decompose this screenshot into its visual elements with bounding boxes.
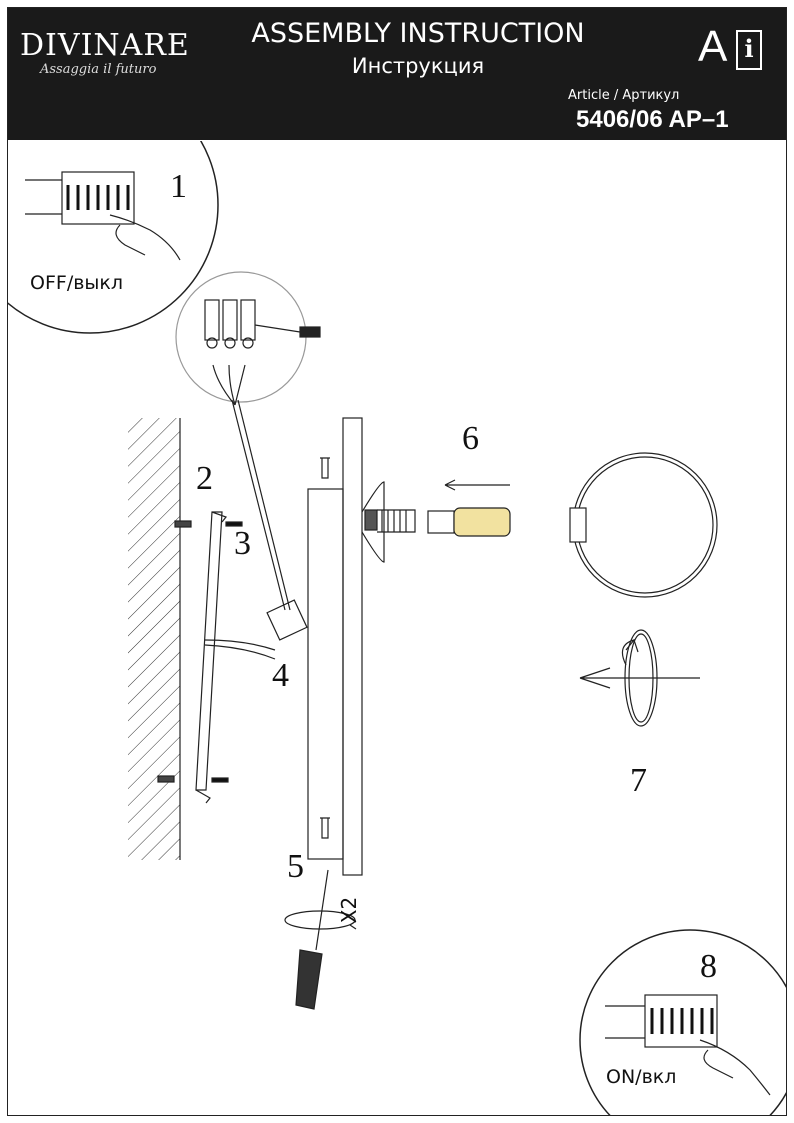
brand-slogan: Assaggia il futuro	[40, 62, 157, 77]
g9-led-bulb	[427, 479, 511, 537]
mounting-bracket	[157, 511, 308, 804]
article-label: Article / Артикул	[568, 88, 680, 103]
switch-off-detail	[8, 141, 219, 334]
step-2-label: 2	[196, 460, 213, 497]
switch-on-detail	[579, 929, 786, 1116]
article-number: 5406/06 AP–1	[576, 106, 729, 133]
step-1-label: 1	[170, 168, 187, 205]
page-title: ASSEMBLY INSTRUCTION	[251, 18, 585, 49]
ring-rotate	[579, 629, 700, 727]
screwdriver	[284, 869, 357, 1010]
off-label: OFF/выкл	[30, 272, 124, 294]
step-8-label: 8	[700, 948, 717, 985]
step-3-label: 3	[234, 525, 251, 562]
step-7-label: 7	[630, 762, 647, 799]
step-5-label: 5	[287, 848, 304, 885]
page-subtitle: Инструкция	[351, 54, 485, 78]
lamp-ring	[569, 452, 718, 598]
wall	[128, 418, 180, 860]
brand-logo: DIVINARE	[20, 28, 190, 63]
step-6-label: 6	[462, 420, 479, 457]
page-border	[7, 7, 787, 1116]
quantity-x2-label: X2	[337, 896, 362, 924]
manual-letter: A	[698, 22, 728, 71]
step-4-label: 4	[272, 657, 289, 694]
on-label: ON/вкл	[606, 1066, 677, 1088]
terminal-block-detail	[175, 271, 321, 611]
lamp-body	[307, 417, 416, 876]
manual-book-icon: i	[736, 30, 762, 70]
header: DIVINARE Assaggia il futuro ASSEMBLY INS…	[8, 8, 786, 140]
